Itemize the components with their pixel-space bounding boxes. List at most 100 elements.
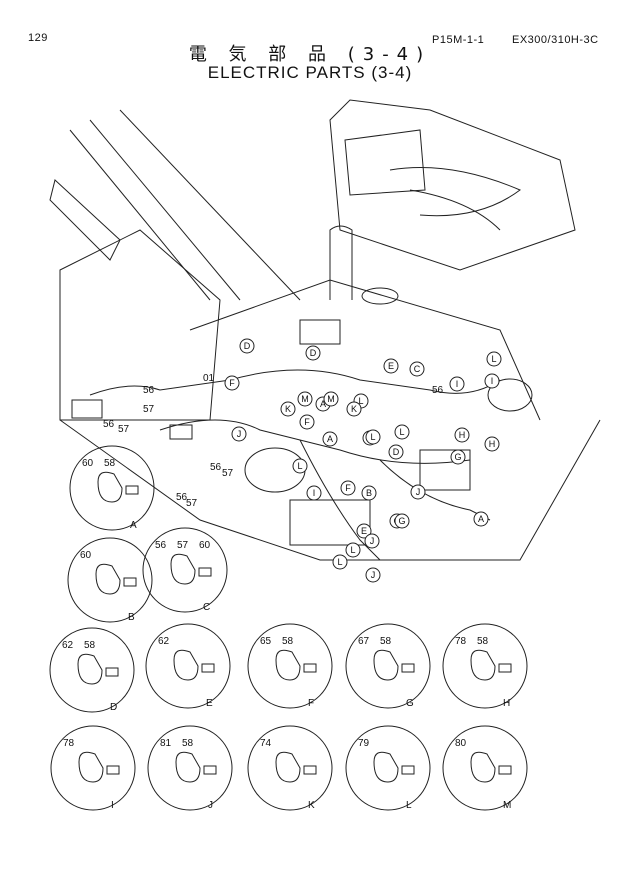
bolt-sketch xyxy=(106,765,120,775)
bolt-sketch xyxy=(105,667,119,677)
callout-bubble xyxy=(410,484,426,500)
callout-letter: J xyxy=(371,570,376,580)
callout-bubble xyxy=(484,373,500,389)
clamp-sketch xyxy=(373,751,399,783)
callout-letter: I xyxy=(313,488,316,498)
callout-letter: I xyxy=(491,376,494,386)
part-number: 65 xyxy=(260,636,272,647)
part-number: 56 xyxy=(155,540,167,551)
detail-circle-outline xyxy=(147,725,233,811)
wire-harness xyxy=(159,419,471,464)
callout-letter: F xyxy=(304,417,310,427)
callout-letter: H xyxy=(489,439,496,449)
callout-bubble xyxy=(280,401,296,417)
part-number: 81 xyxy=(160,738,172,749)
part-number: 58 xyxy=(477,636,489,647)
engine-block xyxy=(419,449,471,491)
inset-machine xyxy=(329,99,576,271)
detail-circle-e: 62E xyxy=(145,623,231,709)
part-num: 57 xyxy=(222,468,234,479)
clamp-sketch xyxy=(175,751,201,783)
callout-bubble xyxy=(409,361,425,377)
page-number: 129 xyxy=(28,32,48,44)
clamp-sketch xyxy=(373,649,399,681)
callout-letter: A xyxy=(327,434,333,444)
callout-bubble xyxy=(365,567,381,583)
callout-letter: L xyxy=(358,396,363,406)
callout-letter: F xyxy=(345,483,351,493)
part-number: 67 xyxy=(358,636,370,647)
callout-letter: J xyxy=(237,429,242,439)
bolt-sketch xyxy=(123,577,137,587)
detail-letter: H xyxy=(503,698,510,709)
part-number: 58 xyxy=(380,636,392,647)
detail-circle-outline xyxy=(69,445,155,531)
callout-bubble xyxy=(239,338,255,354)
callout-bubble xyxy=(340,480,356,496)
bolt-sketch xyxy=(498,663,512,673)
wire-harness xyxy=(299,439,381,561)
callout-letter: K xyxy=(351,404,357,414)
bolt-sketch xyxy=(198,567,212,577)
inset-wiring xyxy=(409,189,501,231)
part-num: 56 xyxy=(176,492,188,503)
part-num: 57 xyxy=(143,404,155,415)
detail-letter: G xyxy=(406,698,414,709)
boom-line xyxy=(119,109,301,301)
callout-letter: M xyxy=(327,394,335,404)
callout-letter: L xyxy=(491,354,496,364)
boom-line xyxy=(69,129,211,301)
part-number: 60 xyxy=(82,458,94,469)
callout-letter: G xyxy=(398,516,405,526)
detail-circle-outline xyxy=(49,627,135,713)
detail-letter: K xyxy=(308,800,315,811)
clamp-sketch xyxy=(275,649,301,681)
callout-bubble xyxy=(345,542,361,558)
callout-letter: L xyxy=(350,545,355,555)
callout-letter: A xyxy=(478,514,484,524)
callout-letter: D xyxy=(310,348,317,358)
wire-harness xyxy=(379,459,491,521)
callout-bubble xyxy=(473,511,489,527)
callout-letter: K xyxy=(285,404,291,414)
connector-box xyxy=(71,399,103,419)
callout-bubble xyxy=(322,431,338,447)
detail-letter: F xyxy=(308,698,314,709)
bolt-sketch xyxy=(303,765,317,775)
callout-letter: E xyxy=(388,361,394,371)
callout-bubble xyxy=(306,485,322,501)
callout-letter: L xyxy=(370,432,375,442)
callout-bubble xyxy=(305,345,321,361)
motor xyxy=(487,378,533,412)
detail-circle-k: 74K xyxy=(247,725,333,811)
part-number: 62 xyxy=(158,636,170,647)
callout-bubble xyxy=(486,351,502,367)
callout-bubble xyxy=(454,427,470,443)
boom-cylinder xyxy=(49,179,121,261)
detail-circle-outline xyxy=(67,537,153,623)
callout-bubble xyxy=(394,424,410,440)
detail-letter: L xyxy=(406,800,412,811)
clamp-sketch xyxy=(170,553,196,585)
handrail xyxy=(329,225,353,300)
detail-letter: B xyxy=(128,612,135,623)
part-num: 56 xyxy=(432,385,444,396)
callout-letter: B xyxy=(366,488,372,498)
callout-letter: F xyxy=(229,378,235,388)
callout-letter: J xyxy=(416,487,421,497)
part-num: 57 xyxy=(186,498,198,509)
detail-circle-outline xyxy=(442,623,528,709)
frame-outline xyxy=(59,419,601,561)
detail-circle-outline xyxy=(247,725,333,811)
callout-group: DDFKMAMLECLIHJFIAKLDLGBFGHJAEJLLLLJIG xyxy=(224,338,502,583)
part-number: 57 xyxy=(177,540,189,551)
callout-letter: L xyxy=(337,557,342,567)
deck-outline xyxy=(189,279,541,421)
